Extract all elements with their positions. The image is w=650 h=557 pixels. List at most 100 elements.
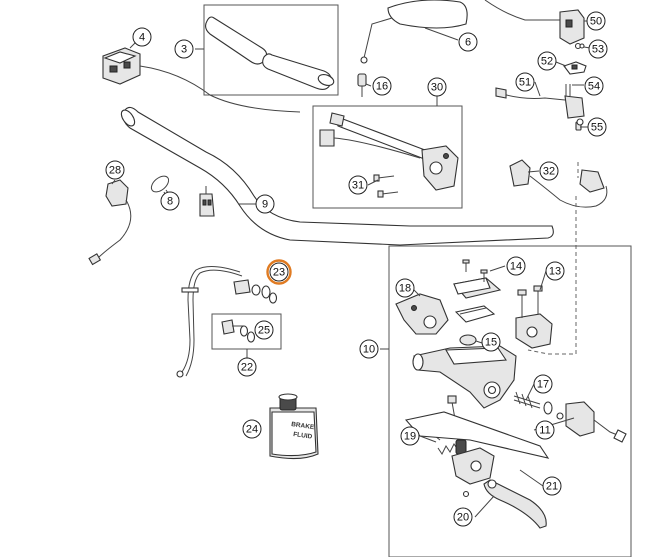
part-switch-left[interactable]: [102, 47, 141, 85]
callout-label: 6: [465, 37, 471, 49]
bottle-label-line1: BRAKE: [291, 421, 316, 431]
part-bolt-31[interactable]: [373, 174, 399, 198]
part-brake-line[interactable]: [176, 266, 243, 378]
part-53[interactable]: [579, 43, 585, 49]
bottle-label-line2: FLUID: [293, 431, 313, 441]
callout-circle: [586, 11, 606, 31]
callout-4[interactable]: 4: [132, 27, 152, 47]
callout-circle: [584, 76, 604, 96]
part-screws-14[interactable]: [462, 259, 488, 282]
part-54[interactable]: [565, 84, 571, 96]
callout-6[interactable]: 6: [458, 32, 478, 52]
part-master-cylinder-body[interactable]: [412, 345, 517, 409]
part-throttle-assembly[interactable]: [319, 112, 459, 191]
callout-circle: [237, 357, 257, 377]
callout-8[interactable]: 8: [160, 191, 180, 211]
part-handlebar[interactable]: [119, 106, 554, 246]
part-connector[interactable]: [199, 186, 215, 217]
callout-circle: [105, 160, 125, 180]
part-switch-right[interactable]: [484, 0, 585, 50]
callout-label: 25: [258, 325, 270, 337]
part-28-switch[interactable]: [88, 179, 132, 266]
callout-label: 20: [457, 512, 469, 524]
callout-14[interactable]: 14: [506, 256, 526, 276]
callout-circle: [453, 507, 473, 527]
callout-label: 50: [590, 16, 602, 28]
part-mirror[interactable]: [360, 0, 468, 64]
callout-25[interactable]: 25: [254, 320, 274, 340]
callout-9[interactable]: 9: [255, 194, 275, 214]
callout-label: 9: [262, 199, 268, 211]
callout-circle: [506, 256, 526, 276]
part-52[interactable]: [563, 61, 587, 75]
callout-53[interactable]: 53: [588, 39, 608, 59]
callout-11[interactable]: 11: [535, 420, 555, 440]
callout-label: 21: [546, 481, 558, 493]
callout-30[interactable]: 30: [427, 77, 447, 97]
callout-circle: [160, 191, 180, 211]
callout-17[interactable]: 17: [533, 374, 553, 394]
callout-layer: 3 4 6 8 9 10 11 13 14 15 16 17 18 19 20 21 22 23 24 25 28 30 3…: [105, 11, 608, 527]
callout-51[interactable]: 51: [515, 72, 535, 92]
part-reservoir-membrane[interactable]: [454, 305, 496, 323]
callout-label: 52: [541, 56, 553, 68]
callout-23[interactable]: 23: [269, 262, 289, 282]
part-32-switch[interactable]: [509, 159, 608, 208]
part-mirror-adapter[interactable]: [357, 73, 367, 97]
part-adjuster-11[interactable]: [556, 401, 627, 443]
part-kill-switch-cable[interactable]: [495, 87, 585, 126]
callout-10[interactable]: 10: [359, 339, 379, 359]
callout-circle: [269, 262, 289, 282]
callout-24[interactable]: 24: [242, 419, 262, 439]
part-clamp-18[interactable]: [395, 293, 449, 335]
callout-22[interactable]: 22: [237, 357, 257, 377]
callout-label: 13: [549, 266, 561, 278]
part-grips[interactable]: [204, 16, 336, 91]
callout-15[interactable]: 15: [481, 332, 501, 352]
part-reservoir-cap[interactable]: [452, 277, 502, 299]
callout-circle: [542, 476, 562, 496]
callout-3[interactable]: 3: [174, 39, 194, 59]
callout-label: 32: [543, 166, 555, 178]
callout-18[interactable]: 18: [395, 278, 415, 298]
part-clamp-13[interactable]: [515, 285, 553, 349]
callout-32[interactable]: 32: [539, 161, 559, 181]
part-float-15[interactable]: [459, 334, 477, 346]
callout-circle: [533, 374, 553, 394]
callout-circle: [242, 419, 262, 439]
callout-21[interactable]: 21: [542, 476, 562, 496]
callout-13[interactable]: 13: [545, 261, 565, 281]
callout-circle: [537, 51, 557, 71]
part-lever-20[interactable]: [462, 479, 547, 529]
callout-circle: [515, 72, 535, 92]
highlight-ring: [266, 259, 292, 285]
brake-fluid-bottle[interactable]: BRAKE FLUID: [269, 393, 319, 460]
callout-54[interactable]: 54: [584, 76, 604, 96]
callout-label: 31: [352, 180, 364, 192]
callout-label: 4: [139, 32, 145, 44]
callout-label: 10: [363, 344, 375, 356]
callout-16[interactable]: 16: [372, 76, 392, 96]
callout-55[interactable]: 55: [587, 117, 607, 137]
part-banjo-bolt-set[interactable]: [233, 279, 278, 304]
callout-label: 3: [181, 44, 187, 56]
callout-label: 14: [510, 261, 522, 273]
callout-circle: [481, 332, 501, 352]
part-lever-21[interactable]: [404, 411, 550, 485]
callout-20[interactable]: 20: [453, 507, 473, 527]
callout-circle: [427, 77, 447, 97]
callout-28[interactable]: 28: [105, 160, 125, 180]
callout-label: 53: [592, 44, 604, 56]
callout-52[interactable]: 52: [537, 51, 557, 71]
callout-50[interactable]: 50: [586, 11, 606, 31]
callout-circle: [254, 320, 274, 340]
callout-19[interactable]: 19: [400, 426, 420, 446]
part-seal-kit[interactable]: [221, 319, 256, 343]
part-piston-17[interactable]: [513, 391, 553, 415]
callout-circle: [359, 339, 379, 359]
callout-circle: [587, 117, 607, 137]
callout-circle: [372, 76, 392, 96]
callout-31[interactable]: 31: [348, 175, 368, 195]
